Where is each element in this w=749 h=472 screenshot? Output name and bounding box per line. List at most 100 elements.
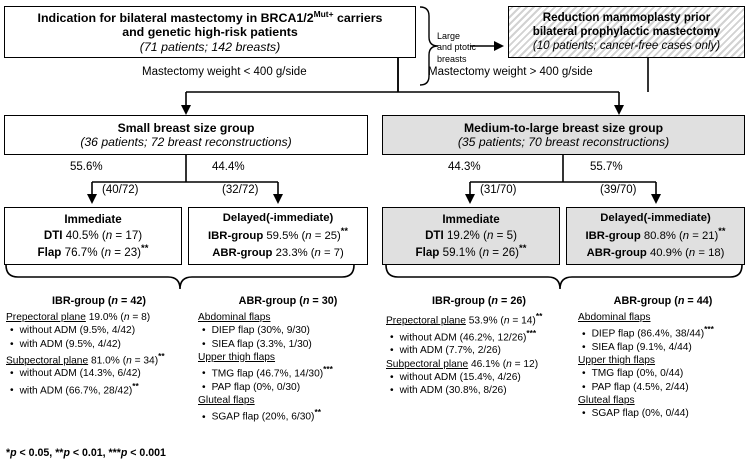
detail-group-name: Gluteal flaps bbox=[578, 394, 635, 406]
detail-bullet: SGAP flap (0%, 0/44) bbox=[578, 407, 748, 420]
arrowhead-med-immediate bbox=[465, 194, 475, 204]
detail-group-row: Subpectoral plane 81.0% (n = 34)** bbox=[6, 351, 192, 368]
detail-heading: ABR-group (n = 44) bbox=[578, 294, 748, 308]
detail-bullet-text: PAP flap (0%, 0/30) bbox=[211, 381, 301, 393]
small-immediate-row2-label: Flap bbox=[37, 245, 62, 259]
detail-bullet-text: SIEA flap (3.3%, 1/30) bbox=[211, 338, 312, 350]
medlarge-group-title: Medium-to-large breast size group bbox=[463, 120, 664, 135]
detail-bullet-text: TMG flap (0%, 0/44) bbox=[591, 368, 684, 380]
detail-bullet: with ADM (7.7%, 2/26) bbox=[386, 344, 572, 357]
detail-heading-n: n bbox=[302, 295, 310, 307]
detail-bullet: with ADM (30.8%, 8/26) bbox=[386, 384, 572, 397]
arrowhead-med-delayed bbox=[651, 194, 661, 204]
med-immediate-row2-stars: ** bbox=[519, 242, 527, 254]
med-immediate-row2: Flap 59.1% (n = 26)** bbox=[416, 243, 527, 260]
small-delayed-row2-label: ABR-group bbox=[212, 246, 273, 259]
small-delayed-row2-tail: = 7) bbox=[320, 246, 344, 259]
footnote-part3: < 0.05, ** bbox=[16, 447, 64, 459]
med-delayed-row1-n: n bbox=[682, 229, 690, 242]
med-delayed-row1-stars: ** bbox=[718, 225, 726, 236]
detail-bullet-text: without ADM (46.2%, 12/26) bbox=[399, 332, 527, 344]
detail-heading-n: n bbox=[677, 295, 685, 307]
med-immediate-row2-label: Flap bbox=[415, 245, 440, 259]
med-immediate-row1: DTI 19.2% (n = 5) bbox=[425, 226, 517, 243]
detail-bullet-stars: ** bbox=[132, 380, 139, 391]
detail-group-tail: = 14) bbox=[509, 315, 536, 327]
detail-bullet: TMG flap (46.7%, 14/30)*** bbox=[198, 364, 378, 381]
indication-title-line1: Indication for bilateral mastectomy in B… bbox=[37, 8, 383, 26]
brace-indication-to-reduction bbox=[419, 6, 439, 86]
brace-small-pair bbox=[5, 264, 355, 290]
detail-bullet: SIEA flap (3.3%, 1/30) bbox=[198, 338, 378, 351]
pct-small-right: 44.4% bbox=[212, 161, 245, 173]
detail-heading-label: IBR-group ( bbox=[52, 295, 112, 307]
detail-heading: IBR-group (n = 42) bbox=[6, 294, 192, 308]
indication-subtitle: (71 patients; 142 breasts) bbox=[139, 39, 281, 54]
detail-group-tail: = 12) bbox=[511, 358, 539, 370]
detail-bullet-stars: *** bbox=[704, 324, 714, 335]
detail-bullet-text: PAP flap (4.5%, 2/44) bbox=[591, 381, 689, 393]
pct-med-right: 55.7% bbox=[590, 161, 623, 173]
indication-title-superscript: Mut+ bbox=[313, 8, 334, 19]
detail-bullet: SIEA flap (9.1%, 4/44) bbox=[578, 341, 748, 354]
detail-group-value: 19.0% ( bbox=[85, 312, 124, 324]
med-delayed-row1: IBR-group 80.8% (n = 21)** bbox=[586, 226, 726, 243]
detail-bullet-text: SGAP flap (0%, 0/44) bbox=[591, 408, 689, 420]
detail-bullet-text: TMG flap (46.7%, 14/30) bbox=[211, 368, 324, 380]
detail-bullet: with ADM (66.7%, 28/42)** bbox=[6, 381, 192, 398]
small-group-title: Small breast size group bbox=[117, 120, 255, 135]
detail-group-name: Subpectoral plane bbox=[386, 358, 469, 370]
small-delayed-row2-value: 23.3% ( bbox=[275, 246, 315, 259]
detail-group-value: 81.0% ( bbox=[88, 355, 127, 367]
detail-group-stars: ** bbox=[158, 350, 165, 361]
med-delayed-row2: ABR-group 40.9% (n = 18) bbox=[587, 243, 725, 260]
indication-title-text: Indication for bilateral mastectomy in B… bbox=[37, 10, 314, 25]
arrowhead-small-group bbox=[181, 105, 191, 115]
small-delayed-row1-tail: = 25) bbox=[311, 229, 341, 242]
detail-heading-label: ABR-group ( bbox=[238, 295, 303, 307]
small-delayed-row1-stars: ** bbox=[340, 225, 348, 236]
detail-group-name: Abdominal flaps bbox=[198, 312, 271, 324]
detail-group-name: Prepectoral plane bbox=[6, 312, 86, 324]
med-delayed-row1-label: IBR-group bbox=[585, 229, 641, 242]
arrowhead-small-delayed bbox=[273, 194, 283, 204]
detail-group-value: 46.1% ( bbox=[468, 358, 507, 370]
detail-heading-tail: = 26) bbox=[498, 295, 526, 307]
small-immediate-row1-tail: = 17) bbox=[112, 229, 143, 243]
node-indication: Indication for bilateral mastectomy in B… bbox=[4, 6, 416, 58]
small-immediate-row1-label: DTI bbox=[43, 229, 63, 243]
small-delayed-title: Delayed(-immediate) bbox=[222, 212, 334, 225]
detail-group-row: Abdominal flaps bbox=[198, 311, 378, 324]
detail-group-name: Gluteal flaps bbox=[198, 394, 255, 406]
detail-group-row: Prepectoral plane 53.9% (n = 14)** bbox=[386, 311, 572, 328]
detail-bullet: without ADM (9.5%, 4/42) bbox=[6, 324, 192, 337]
med-delayed-row1-value: 80.8% ( bbox=[643, 229, 683, 242]
detail-bullet-stars: *** bbox=[323, 364, 333, 375]
small-immediate-row2-stars: ** bbox=[141, 242, 149, 254]
small-delayed-row1: IBR-group 59.5% (n = 25)** bbox=[208, 226, 348, 243]
arrowhead-large-ptotic bbox=[494, 41, 504, 51]
detail-bullet: PAP flap (4.5%, 2/44) bbox=[578, 381, 748, 394]
med-immediate-title: Immediate bbox=[442, 212, 500, 226]
node-med-delayed: Delayed(-immediate) IBR-group 80.8% (n =… bbox=[566, 207, 745, 265]
detail-abr-med: ABR-group (n = 44)Abdominal flapsDIEP fl… bbox=[578, 294, 748, 420]
detail-bullet: DIEP flap (86.4%, 38/44)*** bbox=[578, 324, 748, 341]
large-ptotic-line2: and ptotic bbox=[437, 42, 477, 53]
detail-group-tail: = 34) bbox=[131, 355, 159, 367]
arrowhead-small-immediate bbox=[87, 194, 97, 204]
indication-title-line2: and genetic high-risk patients bbox=[122, 25, 298, 40]
detail-group-n: n bbox=[503, 315, 510, 327]
brace-med-pair bbox=[385, 264, 743, 290]
detail-group-row: Gluteal flaps bbox=[198, 394, 378, 407]
detail-bullet: DIEP flap (30%, 9/30) bbox=[198, 324, 378, 337]
frac-med-left: (31/70) bbox=[480, 184, 517, 196]
reduction-subtitle: (10 patients; cancer-free cases only) bbox=[532, 38, 721, 52]
footnote-part2: p bbox=[10, 447, 17, 459]
detail-bullet: without ADM (46.2%, 12/26)*** bbox=[386, 328, 572, 345]
detail-group-value: 53.9% ( bbox=[465, 315, 504, 327]
small-delayed-row2-n: n bbox=[314, 246, 321, 259]
node-small-delayed: Delayed(-immediate) IBR-group 59.5% (n =… bbox=[188, 207, 368, 265]
detail-group-name: Upper thigh flaps bbox=[198, 351, 276, 363]
footnote-part4: p bbox=[63, 447, 70, 459]
